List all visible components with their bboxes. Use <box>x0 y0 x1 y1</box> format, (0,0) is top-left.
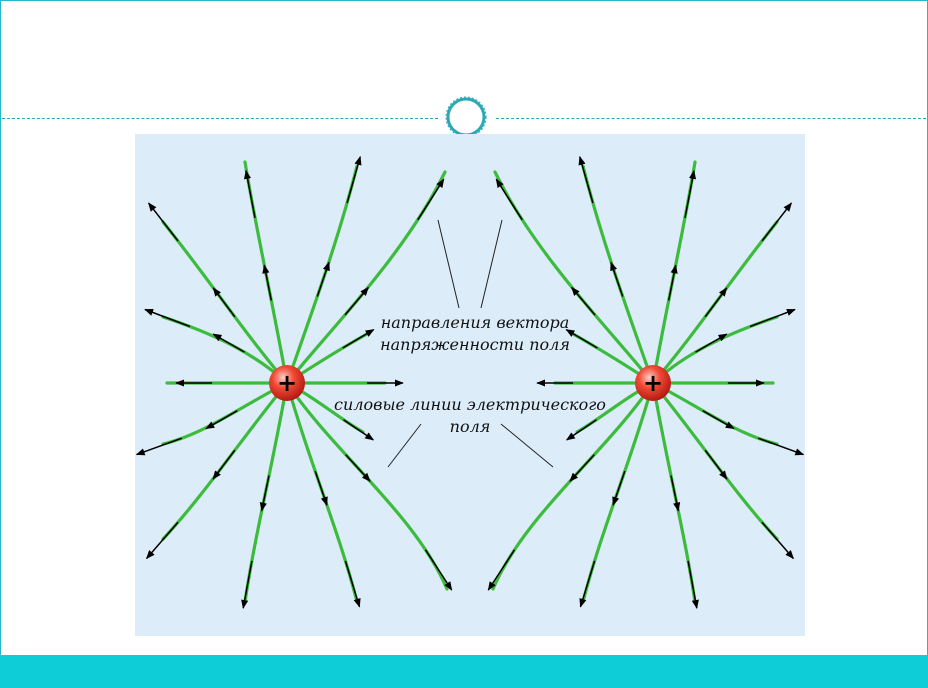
field-vector-arrow <box>670 475 681 512</box>
vector-caption-line2: напряженности поля <box>380 335 570 354</box>
vector-caption-line1: направления вектора <box>380 313 570 332</box>
pointer-line <box>500 423 554 468</box>
charge-sign: + <box>643 369 663 397</box>
positive-charge-icon <box>635 365 671 401</box>
field-line <box>161 381 289 446</box>
field-vector-arrow <box>687 560 699 609</box>
field-vector-arrow <box>487 549 516 591</box>
field-vector-arrow <box>344 286 369 316</box>
field-vector-arrow <box>314 470 328 506</box>
bottom-bar <box>0 655 928 688</box>
field-vector-arrow <box>704 287 728 318</box>
field-vector-arrow <box>495 178 523 221</box>
ring-ornament-icon <box>445 96 487 138</box>
field-vector-arrow <box>316 261 330 297</box>
field-line <box>161 315 289 385</box>
field-vector-arrow <box>144 308 191 328</box>
field-vector-arrow <box>757 437 805 456</box>
field-vector-arrow <box>610 261 624 297</box>
field-vector-arrow <box>565 419 597 441</box>
field-vector-arrow <box>241 560 253 609</box>
field-vector-arrow <box>702 410 735 430</box>
positive-charge-icon <box>269 365 305 401</box>
header-divider-left <box>2 118 438 119</box>
field-vector-arrow <box>612 470 626 506</box>
pointer-line <box>480 219 503 309</box>
field-vector-arrow <box>571 286 596 316</box>
field-vector-arrow <box>704 449 728 480</box>
field-line <box>651 315 779 385</box>
field-vector-arrow <box>346 155 362 204</box>
field-vector-arrow <box>761 202 792 242</box>
field-vector-arrow <box>667 264 678 301</box>
field-vector-arrow <box>684 169 697 219</box>
field-vector-arrow <box>342 328 375 349</box>
field-vector-arrow <box>761 521 794 560</box>
field-vector-arrow <box>749 308 796 328</box>
field-vector-arrow <box>212 287 236 318</box>
field-vector-arrow <box>579 560 596 608</box>
field-vector-arrow <box>344 560 361 608</box>
field-vector-arrow <box>205 410 238 430</box>
field-vector-arrow <box>243 169 256 219</box>
field-lines-caption-line1: силовые линии электрического <box>334 395 606 414</box>
header-divider-right <box>496 118 926 119</box>
field-vector-arrow <box>695 333 728 353</box>
field-lines-caption: силовые линии электрического поля <box>325 394 615 438</box>
field-vector-arrow <box>417 178 445 221</box>
field-vector-arrow <box>212 449 236 480</box>
field-line <box>161 381 289 541</box>
electric-field-figure: ++ направления вектора напряженности пол… <box>135 134 805 636</box>
field-lines-caption-line2: поля <box>449 417 491 436</box>
field-vector-arrow <box>148 202 179 242</box>
field-vector-arrow <box>262 264 273 301</box>
charge-sign: + <box>277 369 297 397</box>
field-line <box>651 381 779 446</box>
field-vector-arrow <box>343 419 375 441</box>
field-vector-arrow <box>259 475 270 512</box>
field-vector-arrow <box>146 521 179 560</box>
pointer-line <box>437 219 460 309</box>
field-line <box>581 164 655 385</box>
field-vector-arrow <box>578 155 594 204</box>
pointer-line <box>387 423 422 468</box>
field-vector-arrow <box>212 333 245 353</box>
field-line <box>651 381 779 541</box>
field-vector-arrow <box>135 437 183 456</box>
field-vector-arrow <box>569 454 595 482</box>
field-vector-arrow <box>345 454 371 482</box>
vector-direction-caption: направления вектора напряженности поля <box>375 312 575 356</box>
field-lines-diagram: ++ <box>135 155 805 609</box>
field-vector-arrow <box>565 328 598 349</box>
field-line <box>285 164 359 385</box>
field-vector-arrow <box>424 549 453 591</box>
